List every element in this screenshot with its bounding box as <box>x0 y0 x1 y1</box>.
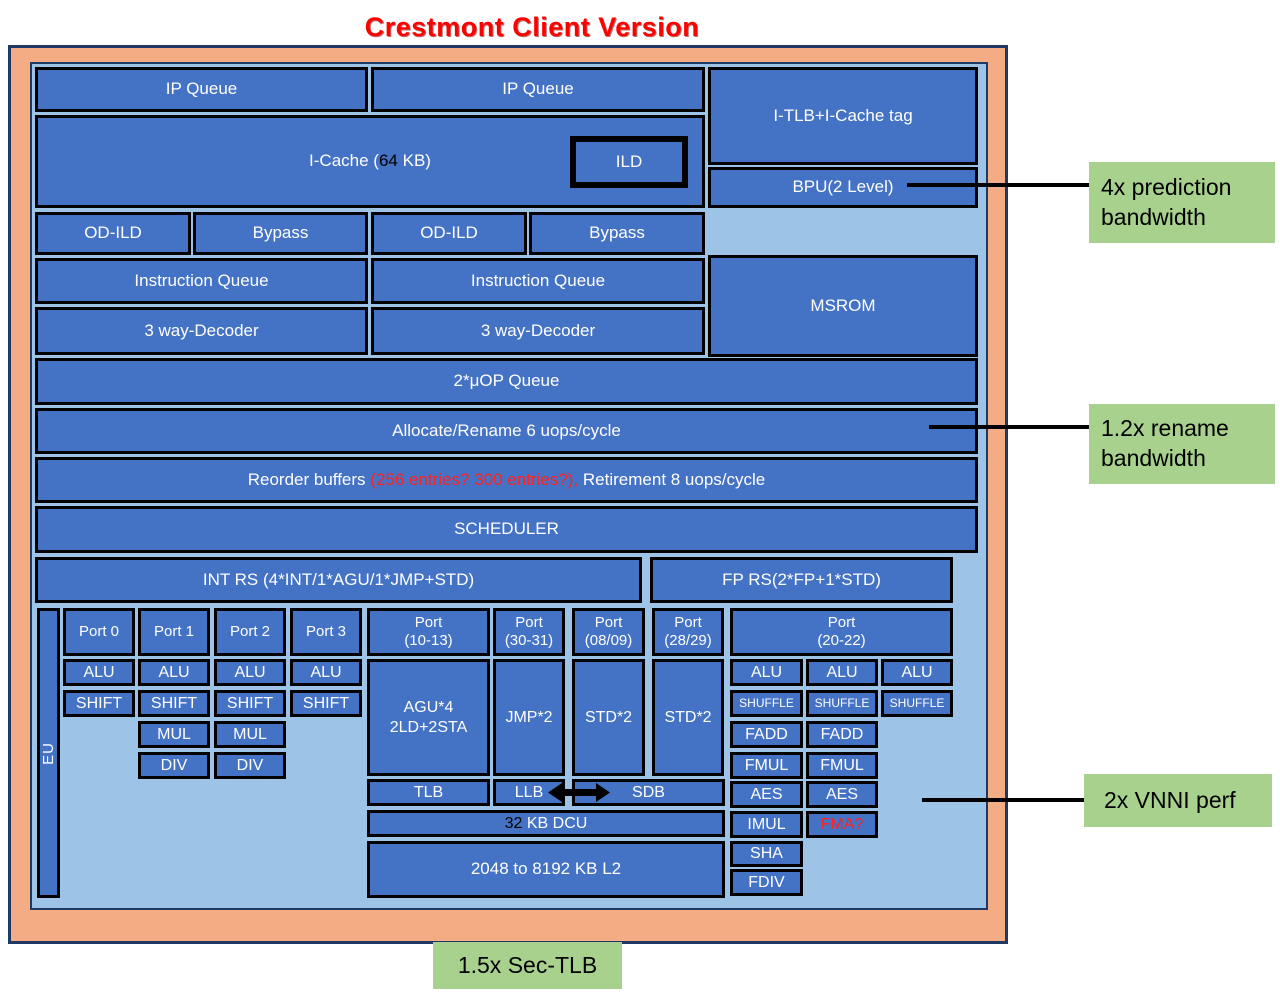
block-port-1: Port 1 <box>138 608 210 656</box>
unit-p2-alu: ALU <box>214 659 286 686</box>
unit-fp1-imul: IMUL <box>730 811 803 838</box>
block-itlb-icache-tag: I-TLB+I-Cache tag <box>708 67 978 165</box>
unit-jmp: JMP*2 <box>493 659 565 776</box>
block-port-08-09: Port (08/09) <box>572 608 645 656</box>
unit-p3-alu: ALU <box>290 659 362 686</box>
unit-std-left: STD*2 <box>572 659 645 776</box>
unit-fp1-fadd: FADD <box>730 721 803 748</box>
unit-fp2-fadd: FADD <box>806 721 878 748</box>
unit-fp1-alu: ALU <box>730 659 803 686</box>
unit-fp2-aes: AES <box>806 781 878 808</box>
block-port-3: Port 3 <box>290 608 362 656</box>
annotation-vnni-perf: 2x VNNI perf <box>1084 774 1272 827</box>
icache-label: I-Cache ( <box>309 151 379 171</box>
block-port-0: Port 0 <box>63 608 135 656</box>
block-ip-queue-left: IP Queue <box>35 67 368 112</box>
unit-fp2-shuffle: SHUFFLE <box>806 690 878 717</box>
unit-p1-shift: SHIFT <box>138 690 210 717</box>
block-allocate-rename: Allocate/Rename 6 uops/cycle <box>35 408 978 454</box>
rob-entries-note: (256 entries? 300 entries?), <box>370 469 579 489</box>
block-uop-queue: 2*μOP Queue <box>35 358 978 405</box>
annotation-rename-bandwidth: 1.2x rename bandwidth <box>1089 404 1275 484</box>
block-bypass-right: Bypass <box>529 212 705 255</box>
icache-label-suffix: KB) <box>397 151 431 171</box>
unit-fp3-alu: ALU <box>881 659 953 686</box>
block-instruction-queue-right: Instruction Queue <box>371 258 705 304</box>
vnni-callout-line <box>922 798 1084 802</box>
unit-fp1-aes: AES <box>730 781 803 808</box>
block-tlb: TLB <box>367 779 490 806</box>
annotation-prediction-bandwidth: 4x prediction bandwidth <box>1089 162 1275 243</box>
unit-p2-shift: SHIFT <box>214 690 286 717</box>
unit-p0-shift: SHIFT <box>63 690 135 717</box>
block-msrom: MSROM <box>708 255 978 357</box>
rob-retirement-label: Retirement 8 uops/cycle <box>578 469 766 489</box>
prediction-callout-line <box>907 183 1089 187</box>
dcu-label: KB DCU <box>522 814 588 832</box>
block-port-28-29: Port (28/29) <box>652 608 724 656</box>
unit-p1-alu: ALU <box>138 659 210 686</box>
unit-fp2-alu: ALU <box>806 659 878 686</box>
unit-fp1-fdiv: FDIV <box>730 869 803 896</box>
unit-p1-mul: MUL <box>138 721 210 748</box>
block-port-30-31: Port (30-31) <box>493 608 565 656</box>
unit-p2-div: DIV <box>214 752 286 779</box>
diagram-title: Crestmont Client Version <box>364 12 700 42</box>
unit-p1-div: DIV <box>138 752 210 779</box>
block-bypass-left: Bypass <box>193 212 368 255</box>
block-od-ild-left: OD-ILD <box>35 212 191 255</box>
block-port-2: Port 2 <box>214 608 286 656</box>
block-ild: ILD <box>570 136 688 188</box>
bidirectional-arrow-icon <box>548 783 610 802</box>
block-reorder-buffers: Reorder buffers (256 entries? 300 entrie… <box>35 457 978 503</box>
block-ip-queue-right: IP Queue <box>371 67 705 112</box>
rob-label: Reorder buffers <box>247 469 371 489</box>
unit-p2-mul: MUL <box>214 721 286 748</box>
unit-fp2-fmul: FMUL <box>806 752 878 779</box>
rename-callout-line <box>929 425 1089 429</box>
unit-p0-alu: ALU <box>63 659 135 686</box>
block-port-20-22: Port (20-22) <box>730 608 953 656</box>
annotation-sec-tlb: 1.5x Sec-TLB <box>433 942 622 989</box>
block-bpu: BPU(2 Level) <box>708 167 978 208</box>
block-decoder-right: 3 way-Decoder <box>371 307 705 355</box>
block-instruction-queue-left: Instruction Queue <box>35 258 368 304</box>
block-fp-rs: FP RS(2*FP+1*STD) <box>650 557 953 603</box>
unit-p3-shift: SHIFT <box>290 690 362 717</box>
unit-agu: AGU*4 2LD+2STA <box>367 659 490 776</box>
block-decoder-left: 3 way-Decoder <box>35 307 368 355</box>
block-int-rs: INT RS (4*INT/1*AGU/1*JMP+STD) <box>35 557 642 603</box>
block-dcu: 32 KB DCU <box>367 810 725 837</box>
eu-label: EU <box>39 741 57 765</box>
unit-fp1-sha: SHA <box>730 841 803 867</box>
unit-fp1-shuffle: SHUFFLE <box>730 690 803 717</box>
block-l2-cache: 2048 to 8192 KB L2 <box>367 841 725 898</box>
block-eu-bar: EU <box>37 608 60 898</box>
block-port-10-13: Port (10-13) <box>367 608 490 656</box>
block-scheduler: SCHEDULER <box>35 506 978 553</box>
unit-fp2-fma: FMA? <box>806 811 878 838</box>
unit-std-right: STD*2 <box>652 659 724 776</box>
dcu-size: 32 <box>504 814 523 832</box>
unit-fp3-shuffle: SHUFFLE <box>881 690 953 717</box>
unit-fp1-fmul: FMUL <box>730 752 803 779</box>
block-od-ild-right: OD-ILD <box>371 212 527 255</box>
icache-size: 64 <box>378 151 398 171</box>
